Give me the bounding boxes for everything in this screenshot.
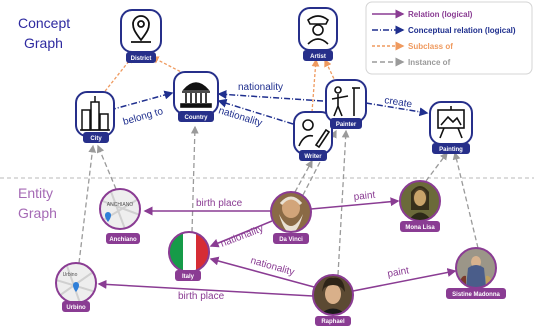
label-artist: Artist [310,54,326,60]
label-paint-raphael: paint [387,265,410,280]
node-urbino: Urbino Urbino [55,262,97,312]
label-nationality-writer: nationality [217,105,263,129]
urbino-map-text: Urbino [63,272,78,278]
label-painter: Painter [336,122,357,128]
node-painting: Painting [429,101,473,154]
entity-graph-title-line1: Entity [18,185,53,201]
label-paint-davinci: paint [353,190,376,203]
node-anchiano: ANCHIANO Anchiano [99,188,141,244]
label-create: create [384,95,414,110]
edge-urbino-city [78,144,97,264]
legend-relation: Relation (logical) [408,10,473,19]
conceptual-edges [109,90,429,125]
label-raphael: Raphael [321,319,345,325]
edge-davinci-writer [294,159,313,193]
label-district: District [131,56,152,62]
label-italy: Italy [182,274,195,280]
label-belong-to: belong to [122,106,165,128]
edge-anchiano-city [96,144,117,190]
edge-italy-country [190,125,199,233]
node-country: Country [173,71,219,122]
node-artist: Artist [298,7,338,61]
label-nationality-top: nationality [238,82,283,93]
davinci-portrait-image [271,192,311,232]
capitol-building-icon [180,82,212,108]
node-district: District [120,9,162,63]
label-sistine: Sistine Madonna [452,292,500,298]
city-buildings-icon [80,96,110,131]
label-urbino: Urbino [66,305,86,311]
label-nationality-davinci: nationality [219,223,265,249]
edge-sistine-painting [452,151,479,249]
edge-painter-painting [365,102,429,117]
edge-raphael-painter [337,129,350,276]
legend-instance: Instance of [408,58,451,67]
edge-raphael-urbino [97,279,314,297]
entity-graph-title-line2: Graph [18,205,57,221]
label-monalisa: Mona Lisa [405,225,435,231]
edge-raphael-sistine [352,268,457,292]
concept-graph-title-line1: Concept [18,15,70,31]
label-birth-place-raphael: birth place [178,291,225,302]
anchiano-map-image: ANCHIANO [100,189,140,229]
label-nationality-raphael: nationality [249,255,295,278]
edge-city-country [109,90,174,111]
label-country: Country [185,115,209,121]
node-raphael: Raphael [312,274,354,326]
node-city: City [75,91,115,143]
node-sistine: Sistine Madonna [446,247,506,299]
label-writer: Writer [304,154,322,160]
label-anchiano: Anchiano [109,237,137,243]
map-pin-icon [73,282,79,292]
monalisa-painting-image [400,181,440,221]
edge-painter-country [217,90,324,102]
edge-painter-artist [324,58,337,84]
label-birth-place-davinci: birth place [196,198,243,209]
edge-davinci-italy [209,220,273,248]
sistine-madonna-painting-image [456,248,496,288]
node-italy: Italy [168,231,210,281]
legend-conceptual: Conceptual relation (logical) [408,26,516,35]
edge-writer-artist [311,58,320,113]
edge-davinci-monalisa [310,197,400,210]
writer-pen-icon [298,119,331,149]
label-city: City [90,136,102,142]
relation-edges [97,197,457,297]
location-pin-icon [131,15,151,43]
node-monalisa: Mona Lisa [399,180,441,232]
painting-easel-icon [437,106,465,139]
node-writer: Writer [293,111,333,161]
painter-easel-icon [331,86,360,117]
legend-subclass: Subclass of [408,42,453,51]
node-davinci: Da Vinci [270,191,312,244]
label-davinci: Da Vinci [279,237,303,243]
label-painting: Painting [439,147,463,153]
map-pin-icon [105,212,111,222]
edge-writer-country [217,98,294,125]
concept-graph-title-line2: Graph [24,35,63,51]
node-painter: Painter [325,79,367,129]
artist-icon [306,15,330,45]
edge-raphael-italy [209,256,315,288]
anchiano-map-text: ANCHIANO [107,202,134,208]
legend: Relation (logical) Conceptual relation (… [365,1,533,75]
edge-monalisa-painting [425,151,448,182]
raphael-portrait-image [313,275,353,315]
